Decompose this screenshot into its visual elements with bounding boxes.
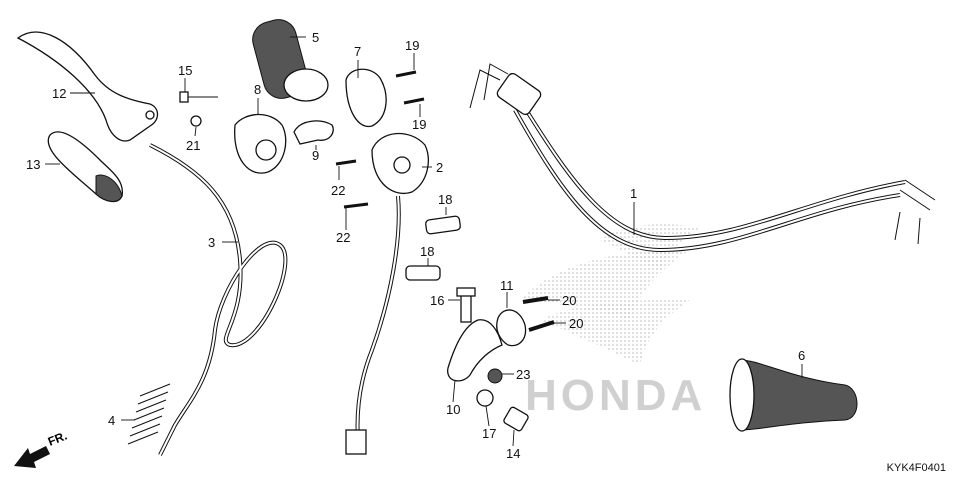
screw-22b [343, 202, 369, 209]
switch-assembly-2 [371, 132, 429, 194]
callout-2: 2 [436, 160, 443, 175]
callout-7: 7 [354, 44, 361, 59]
honda-wing-watermark [520, 224, 700, 365]
callout-20b: 20 [569, 316, 583, 331]
callout-3: 3 [208, 235, 215, 250]
holder-11 [496, 309, 527, 347]
rubber-18a [425, 215, 461, 235]
grip-6 [729, 358, 858, 432]
screw-20b [528, 320, 555, 332]
callout-16: 16 [430, 293, 444, 308]
spring-4 [127, 383, 171, 445]
callout-17: 17 [482, 426, 496, 441]
callout-18b: 18 [420, 244, 434, 259]
screw-22a [335, 159, 357, 166]
callout-19b: 19 [412, 117, 426, 132]
rubber-18b [405, 265, 441, 281]
callout-8: 8 [254, 82, 261, 97]
adjuster-14 [503, 406, 529, 432]
bolt-15 [179, 91, 218, 103]
throttle-housing-7 [345, 68, 387, 128]
front-arrow-icon [14, 446, 50, 468]
lever-cover [47, 131, 123, 203]
throttle-grip-5 [252, 19, 329, 102]
callout-11: 11 [500, 278, 514, 293]
callout-21: 21 [186, 138, 200, 153]
honda-watermark-text: HONDA [525, 371, 706, 420]
callout-20a: 20 [562, 293, 576, 308]
nut-23 [487, 368, 503, 384]
screw-19b [403, 97, 425, 105]
bolt-16 [456, 287, 476, 323]
clamp-9 [293, 120, 334, 145]
callout-12: 12 [52, 86, 66, 101]
callout-10: 10 [446, 402, 460, 417]
callout-9: 9 [312, 148, 319, 163]
callout-4: 4 [108, 413, 115, 428]
callout-15: 15 [178, 63, 192, 78]
callout-18a: 18 [438, 192, 452, 207]
switch-housing-8 [234, 113, 287, 174]
callout-5: 5 [312, 30, 319, 45]
callout-1: 1 [630, 186, 637, 201]
callout-14: 14 [506, 446, 520, 461]
nut-17 [476, 389, 494, 407]
bracket-10 [447, 319, 503, 382]
screw-19a [395, 70, 417, 78]
callout-6: 6 [798, 348, 805, 363]
leader-lines [45, 36, 803, 447]
clutch-lever [16, 31, 159, 142]
fr-label: FR. [46, 429, 69, 449]
callouts: 1 2 3 4 5 6 7 8 9 10 11 12 13 14 15 16 1… [26, 30, 805, 461]
clutch-cable [149, 143, 288, 456]
screw-20a [522, 296, 549, 304]
callout-22b: 22 [336, 230, 350, 245]
throttle-cable-1 [469, 63, 936, 253]
callout-22a: 22 [331, 183, 345, 198]
washer-21 [190, 115, 202, 127]
callout-19a: 19 [405, 38, 419, 53]
callout-23: 23 [516, 367, 530, 382]
diagram-code: KYK4F0401 [886, 462, 946, 474]
callout-13: 13 [26, 157, 40, 172]
switch-wire [345, 195, 401, 455]
